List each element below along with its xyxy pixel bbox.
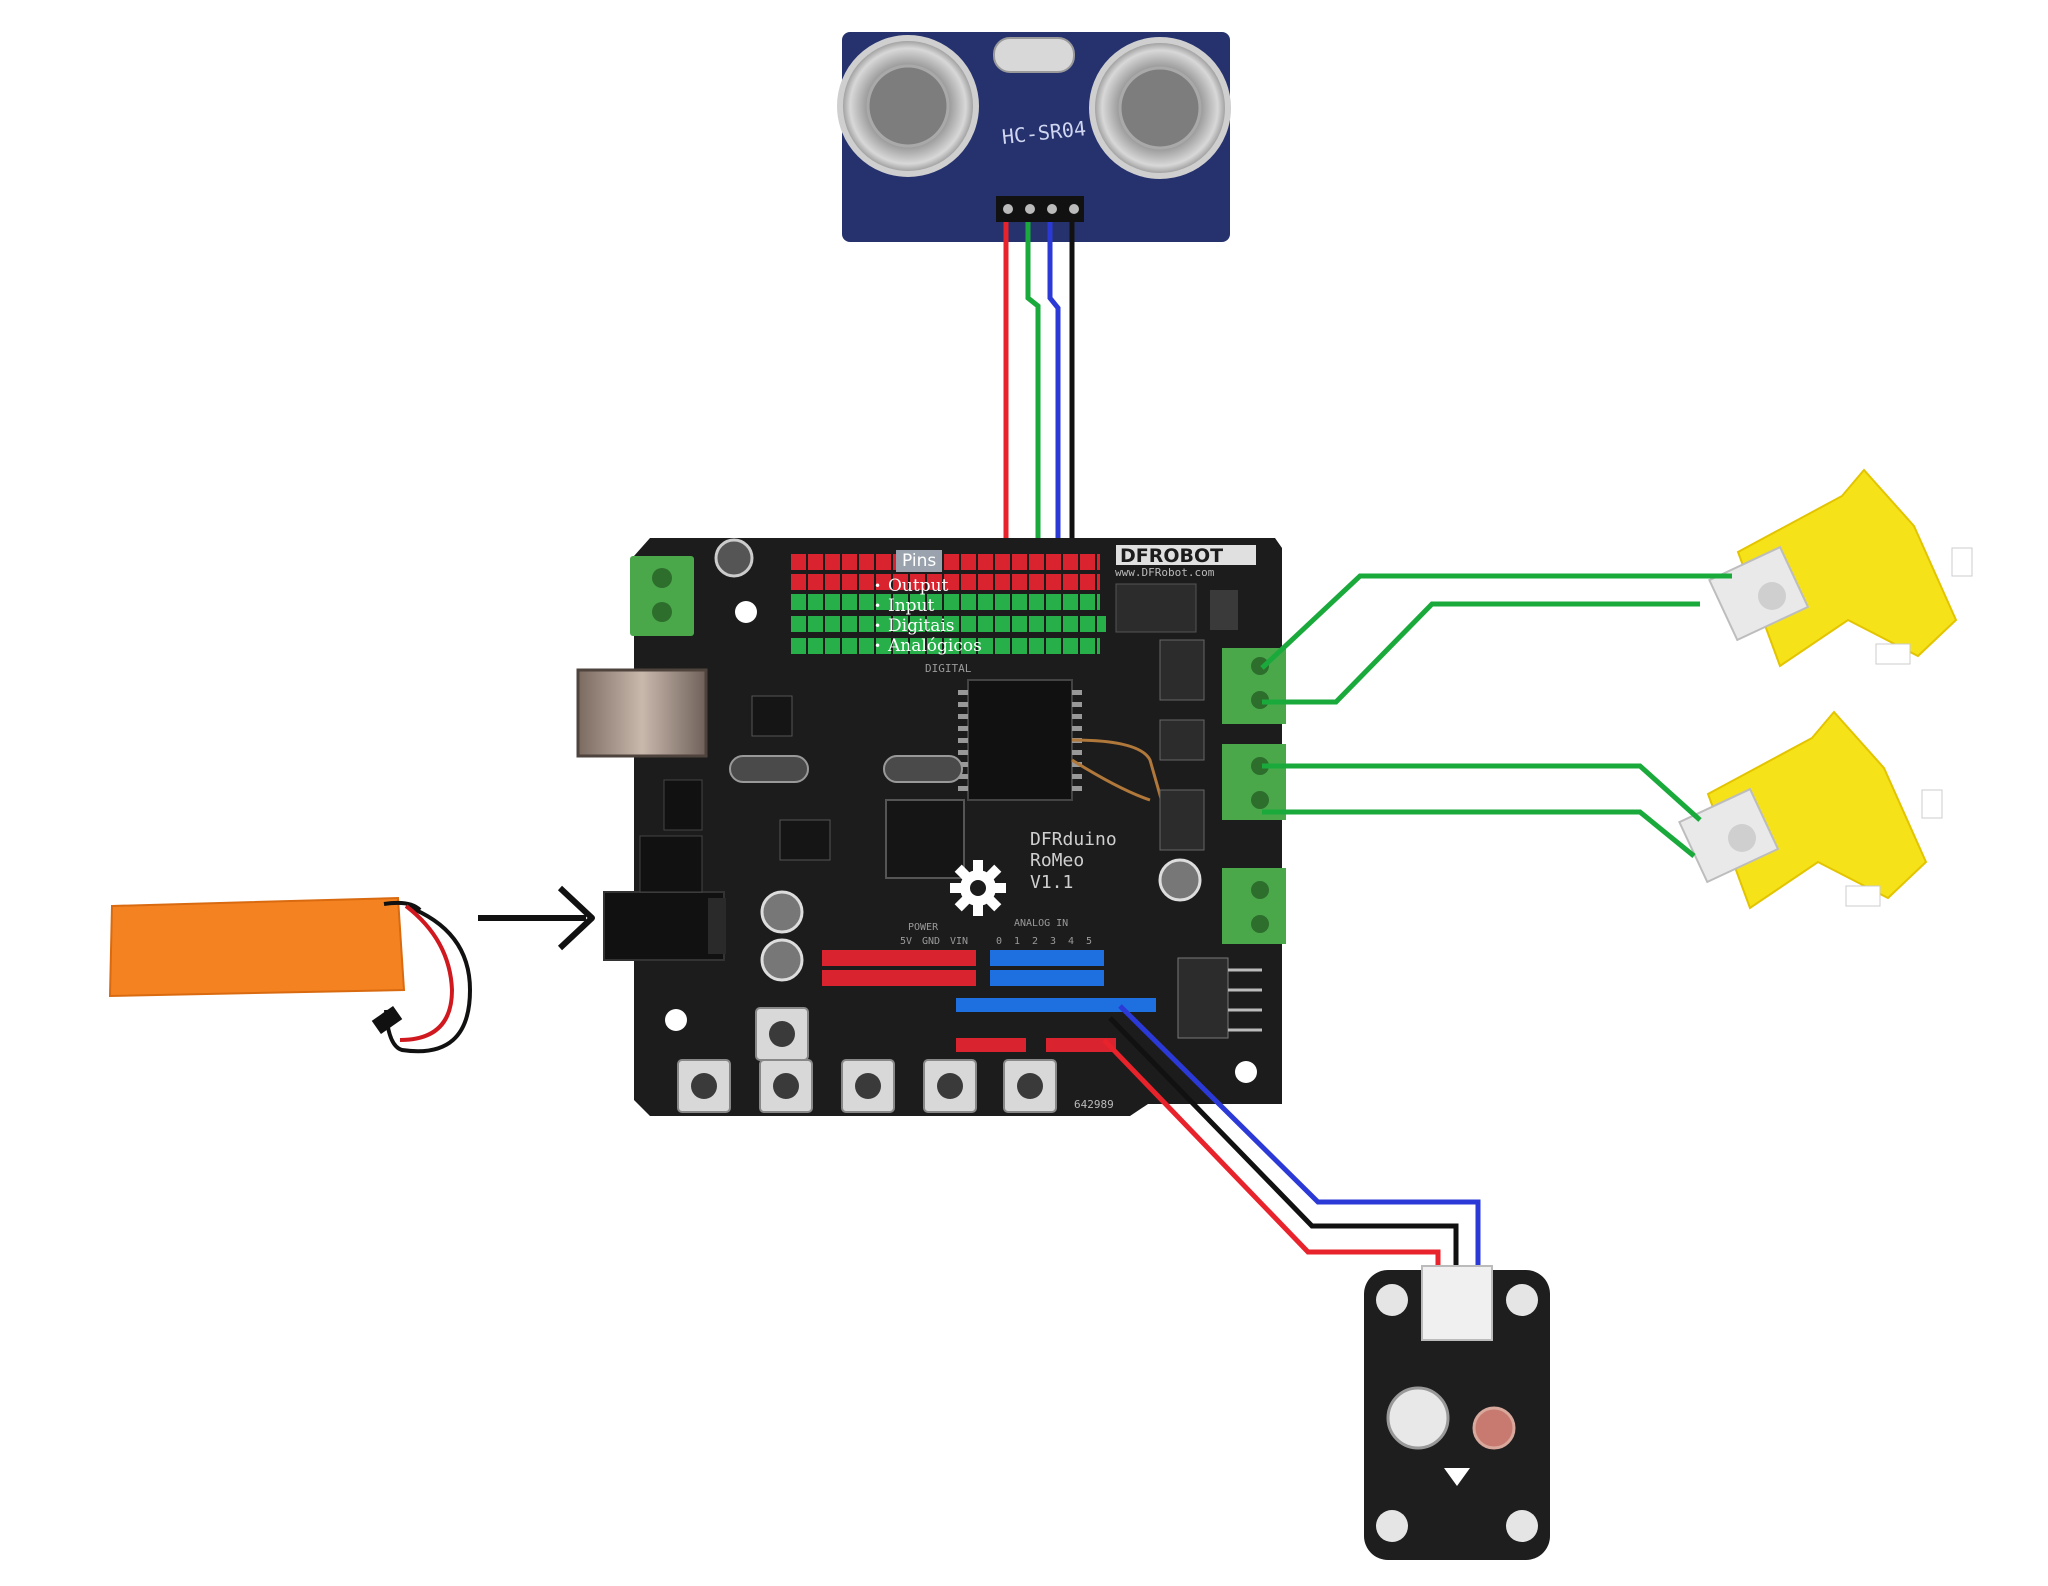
board-serial: 642989 [1074,1098,1114,1111]
motor-driver-chip [967,679,1073,801]
motor-1 [1708,468,1973,668]
pins-annotation: Pins Output Input Digitais Analógicos [870,550,990,656]
power-pin-gnd: GND [922,936,940,947]
light-sensor-wires [1102,1004,1481,1268]
arrow-right-icon [478,885,595,951]
push-button-3[interactable] [759,1059,813,1113]
brand-plate [1116,545,1256,565]
pins-item-analogicos: Analógicos [874,636,990,656]
pins-title: Pins [896,550,943,572]
pins-list: Output Input Digitais Analógicos [870,576,990,656]
wire-motor2-b [1262,809,1696,858]
digital-label: DIGITAL [925,662,972,675]
light-sensor-pcb [1364,1270,1550,1560]
wire-black-gnd-2 [1108,1016,1459,1268]
wire-motor1-a [1260,573,1732,670]
push-button-4[interactable] [841,1059,895,1113]
wire-red-vcc-2 [1102,1038,1441,1268]
analog-pin-2: 2 [1032,936,1038,947]
analog-pin-1: 1 [1014,936,1020,947]
wire-blue-echo [1047,222,1061,568]
brand-url: www.DFRobot.com [1115,566,1215,579]
analog-pin-0: 0 [996,936,1002,947]
microcontroller [885,799,965,879]
wire-motor2-a [1262,763,1702,822]
power-pin-5v: 5V [900,936,912,947]
brand-logo: DFROBOT [1120,545,1223,567]
light-sensor-module [1364,1265,1550,1560]
wire-blue-signal [1118,1004,1481,1268]
power-terminal [630,556,694,636]
pins-item-output: Output [874,576,990,596]
sensor-wires [1003,222,1075,575]
power-label: POWER [908,922,939,933]
sensor-connector [1421,1265,1493,1341]
battery [108,896,473,1054]
push-button-2[interactable] [677,1059,731,1113]
power-header [822,950,976,966]
dc-jack [603,891,725,961]
motor-terminal-2 [1222,744,1286,820]
analog-header [990,950,1104,966]
pins-item-input: Input [874,596,990,616]
analog-pin-5: 5 [1086,936,1092,947]
analog-label: ANALOG IN [1014,918,1068,929]
board-name-line2: RoMeo [1030,850,1084,871]
wire-green-trig [1025,222,1041,575]
analog-pin-3: 3 [1050,936,1056,947]
sensor-led [1386,1386,1450,1450]
push-button-1[interactable] [755,1007,809,1061]
push-button-5[interactable] [923,1059,977,1113]
motor-2 [1678,710,1943,910]
board-name-line1: DFRduino [1030,829,1117,850]
ultrasonic-sensor: HC-SR04 [837,32,1231,242]
push-button-6[interactable] [1003,1059,1057,1113]
power-pin-vin: VIN [950,936,968,947]
battery-body [108,896,406,998]
gear-logo-icon [950,860,1006,916]
pins-item-digitais: Digitais [874,616,990,636]
romeo-board: DIGITAL DFROBOT www.DFRobot.com [576,538,1286,1116]
usb-connector [576,668,708,758]
sensor-crystal [993,37,1075,73]
motor-power-terminal [1222,868,1286,944]
analog-pin-4: 4 [1068,936,1074,947]
board-version: V1.1 [1030,872,1073,893]
photoresistor [1472,1406,1516,1450]
motor-wires [1260,573,1732,858]
wire-motor1-b [1262,601,1700,705]
